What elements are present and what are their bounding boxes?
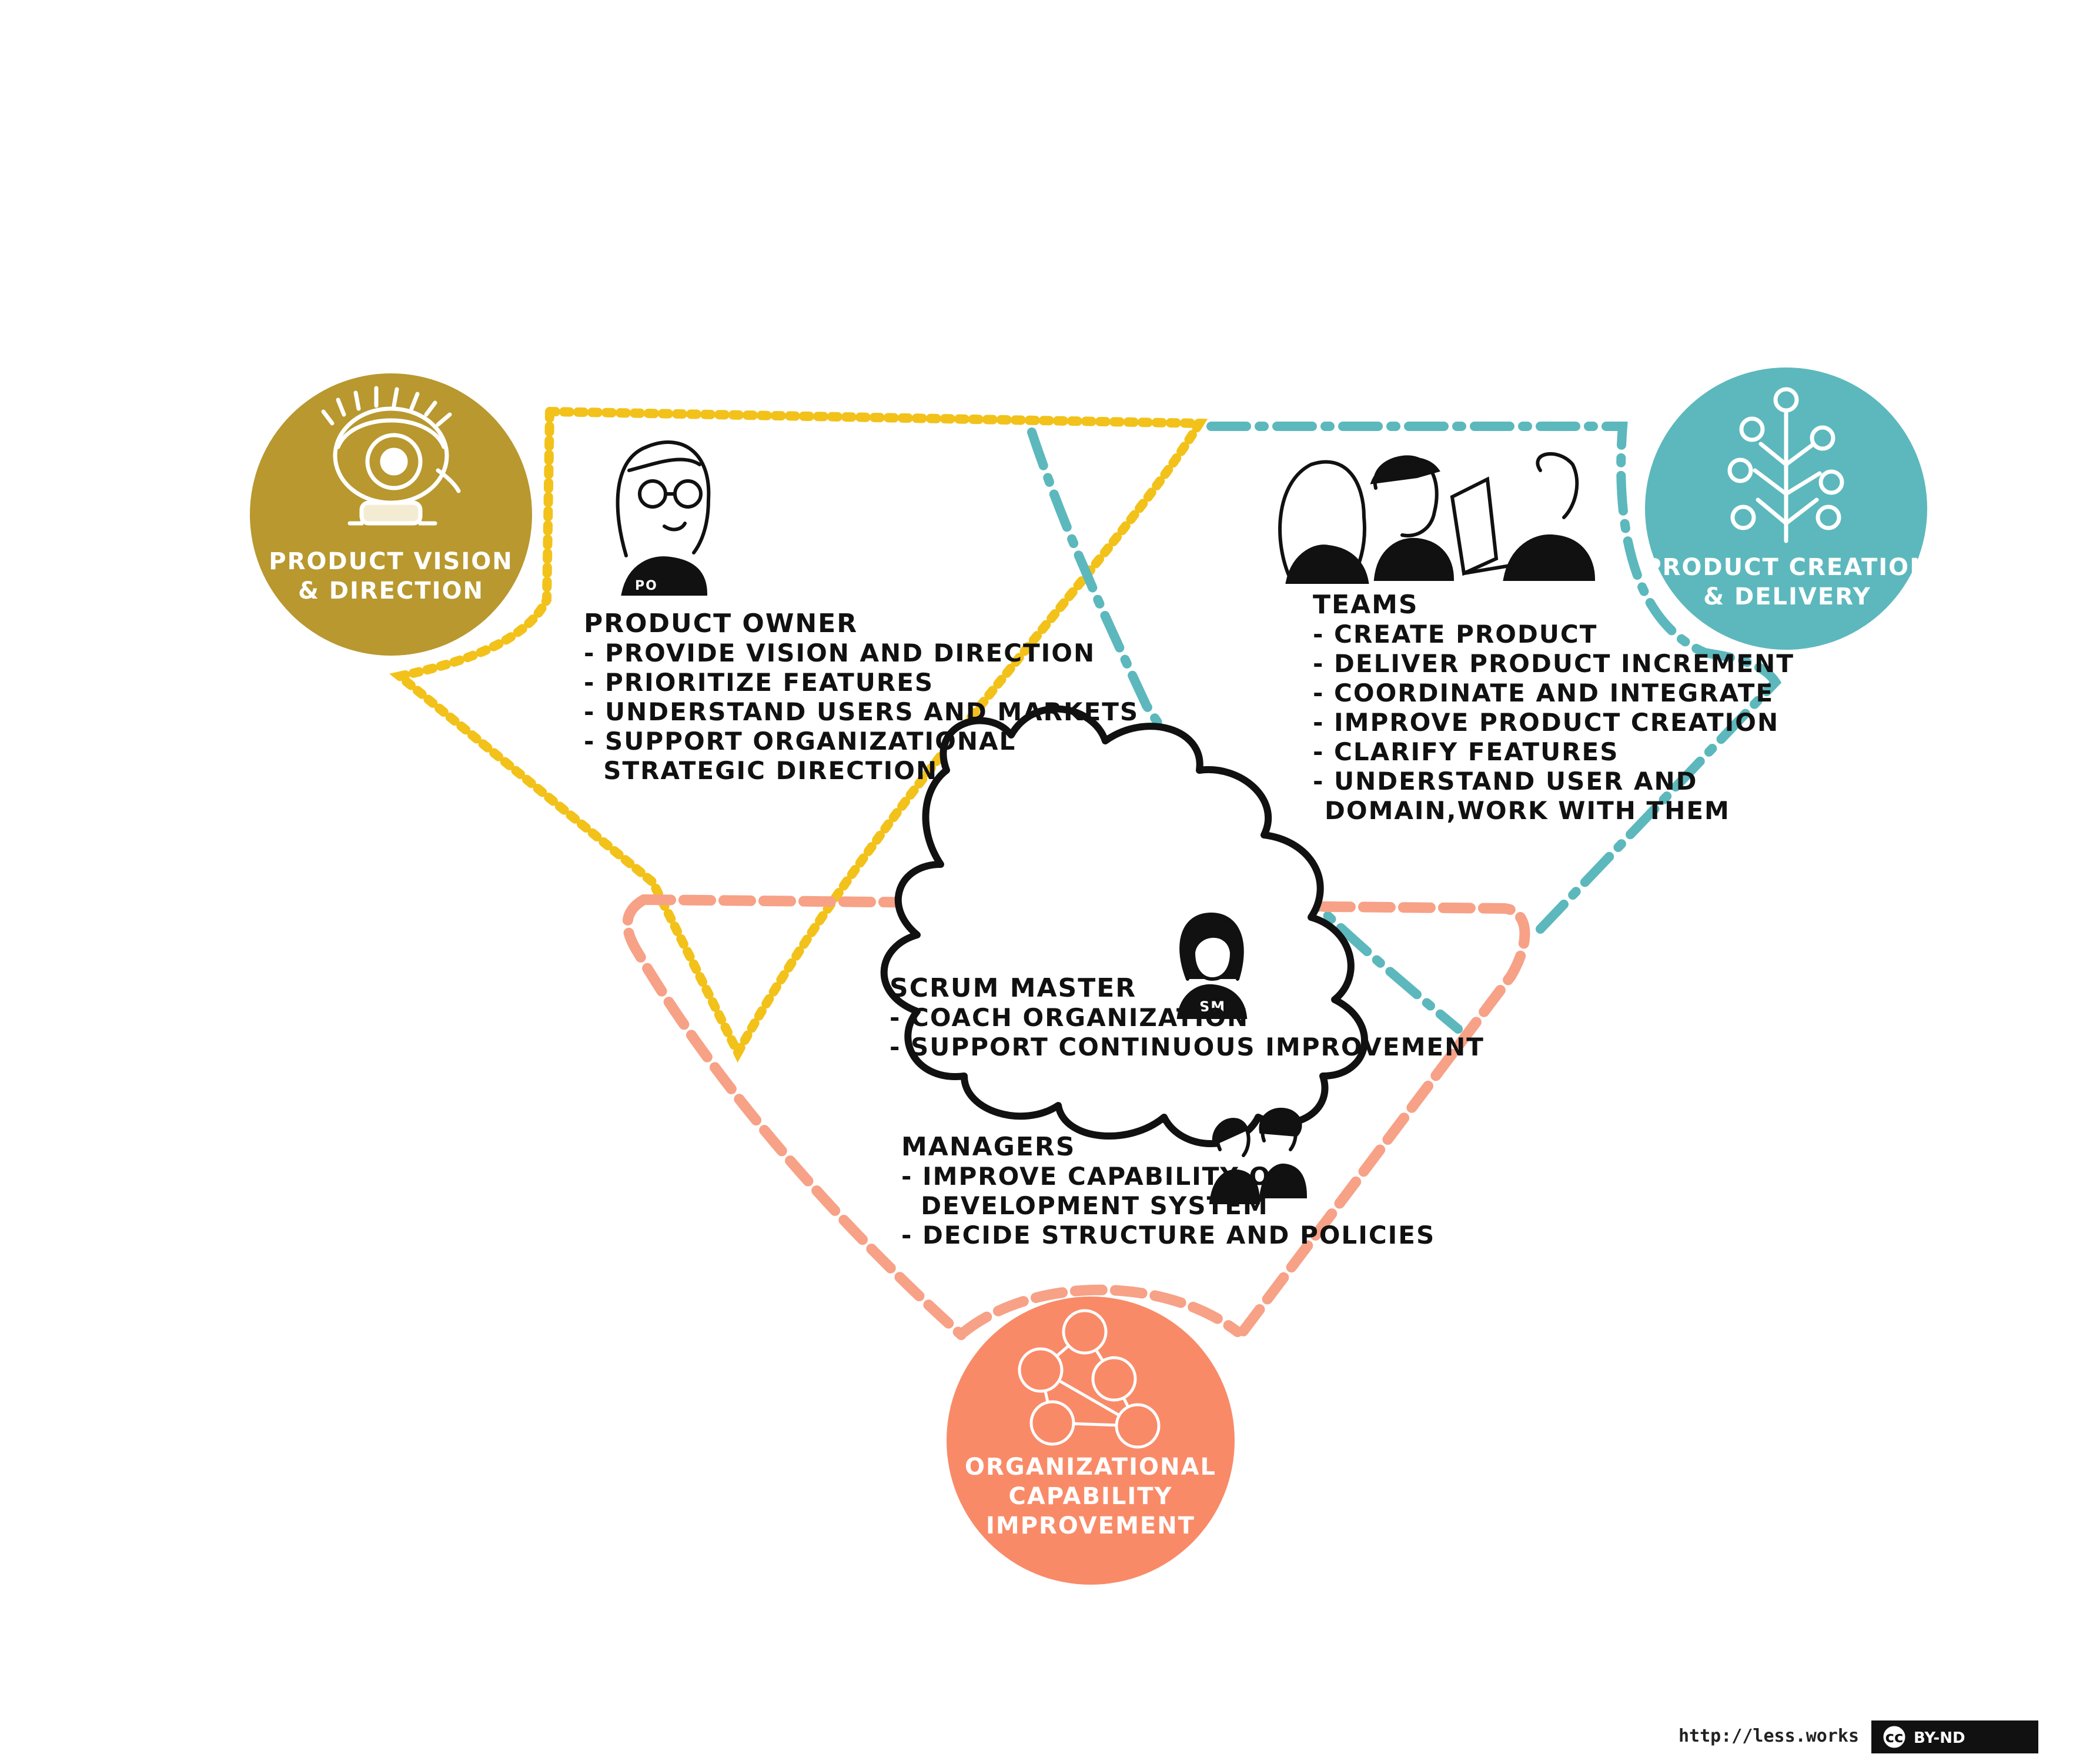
footer-url: http://less.works xyxy=(1679,1726,1859,1746)
scrum-master-cloud xyxy=(880,705,1368,1147)
managers-avatars xyxy=(1209,1107,1308,1204)
teams-area-outline xyxy=(1027,422,1782,1034)
scrum-master-title: SCRUM MASTER xyxy=(890,973,1136,1003)
product-vision-circle: PRODUCT VISION & DIRECTION xyxy=(250,373,532,656)
teams-item-4: - IMPROVE PRODUCT CREATION xyxy=(1313,708,1779,737)
vision-label-line2: & DIRECTION xyxy=(298,577,484,604)
people-network-icon xyxy=(1018,1309,1161,1449)
capability-label-line2: CAPABILITY xyxy=(1009,1483,1173,1510)
managers-title: MANAGERS xyxy=(901,1132,1075,1162)
product-owner-item-2: - PRIORITIZE FEATURES xyxy=(584,668,934,697)
teams-item-6: - UNDERSTAND USER AND xyxy=(1313,767,1698,796)
managers-item-2: DEVELOPMENT SYSTEM xyxy=(901,1191,1269,1220)
cc-symbol: cc xyxy=(1885,1729,1904,1746)
capability-label-line1: ORGANIZATIONAL xyxy=(965,1454,1216,1481)
eye-figure-icon xyxy=(321,386,461,526)
scrum-master-avatar xyxy=(1176,912,1248,1019)
product-owner-title: PRODUCT OWNER xyxy=(584,609,858,639)
product-creation-circle: PRODUCT CREATION & DELIVERY xyxy=(1644,368,1930,650)
vision-label-line1: PRODUCT VISION xyxy=(269,548,513,575)
teams-title: TEAMS xyxy=(1313,590,1419,620)
teams-item-3: - COORDINATE AND INTEGRATE xyxy=(1313,679,1774,707)
capability-label-line3: IMPROVEMENT xyxy=(986,1512,1195,1539)
po-badge: PO xyxy=(635,579,658,593)
teams-item-5: - CLARIFY FEATURES xyxy=(1313,737,1619,766)
scrum-master-item-2: - SUPPORT CONTINUOUS IMPROVEMENT xyxy=(890,1033,1484,1061)
teams-item-2: - DELIVER PRODUCT INCREMENT xyxy=(1313,649,1794,678)
product-owner-avatar xyxy=(616,440,711,596)
creation-label-line2: & DELIVERY xyxy=(1703,583,1871,610)
managers-item-1: - IMPROVE CAPABILITY OF xyxy=(901,1162,1289,1191)
organizational-capability-circle: ORGANIZATIONAL CAPABILITY IMPROVEMENT xyxy=(947,1297,1235,1585)
product-owner-item-5: STRATEGIC DIRECTION xyxy=(584,756,938,785)
product-owner-item-4: - SUPPORT ORGANIZATIONAL xyxy=(584,727,1016,756)
teams-item-7: DOMAIN,WORK WITH THEM xyxy=(1325,796,1730,825)
teams-item-1: - CREATE PRODUCT xyxy=(1313,620,1597,649)
managers-item-3: - DECIDE STRUCTURE AND POLICIES xyxy=(901,1221,1435,1250)
sm-badge: SM xyxy=(1199,998,1226,1015)
product-owner-item-1: - PROVIDE VISION AND DIRECTION xyxy=(584,639,1095,667)
scrum-master-item-1: - COACH ORGANIZATION xyxy=(890,1003,1249,1032)
teams-avatars xyxy=(1278,452,1596,584)
creation-label-line1: PRODUCT CREATION xyxy=(1644,554,1930,581)
apple-tree-icon xyxy=(1727,387,1844,543)
cc-license-text: BY-ND xyxy=(1914,1729,1965,1747)
cc-license-badge: cc BY-ND xyxy=(1871,1720,2038,1753)
managers-area-outline xyxy=(622,894,1530,1340)
product-owner-item-3: - UNDERSTAND USERS AND MARKETS xyxy=(584,697,1139,726)
